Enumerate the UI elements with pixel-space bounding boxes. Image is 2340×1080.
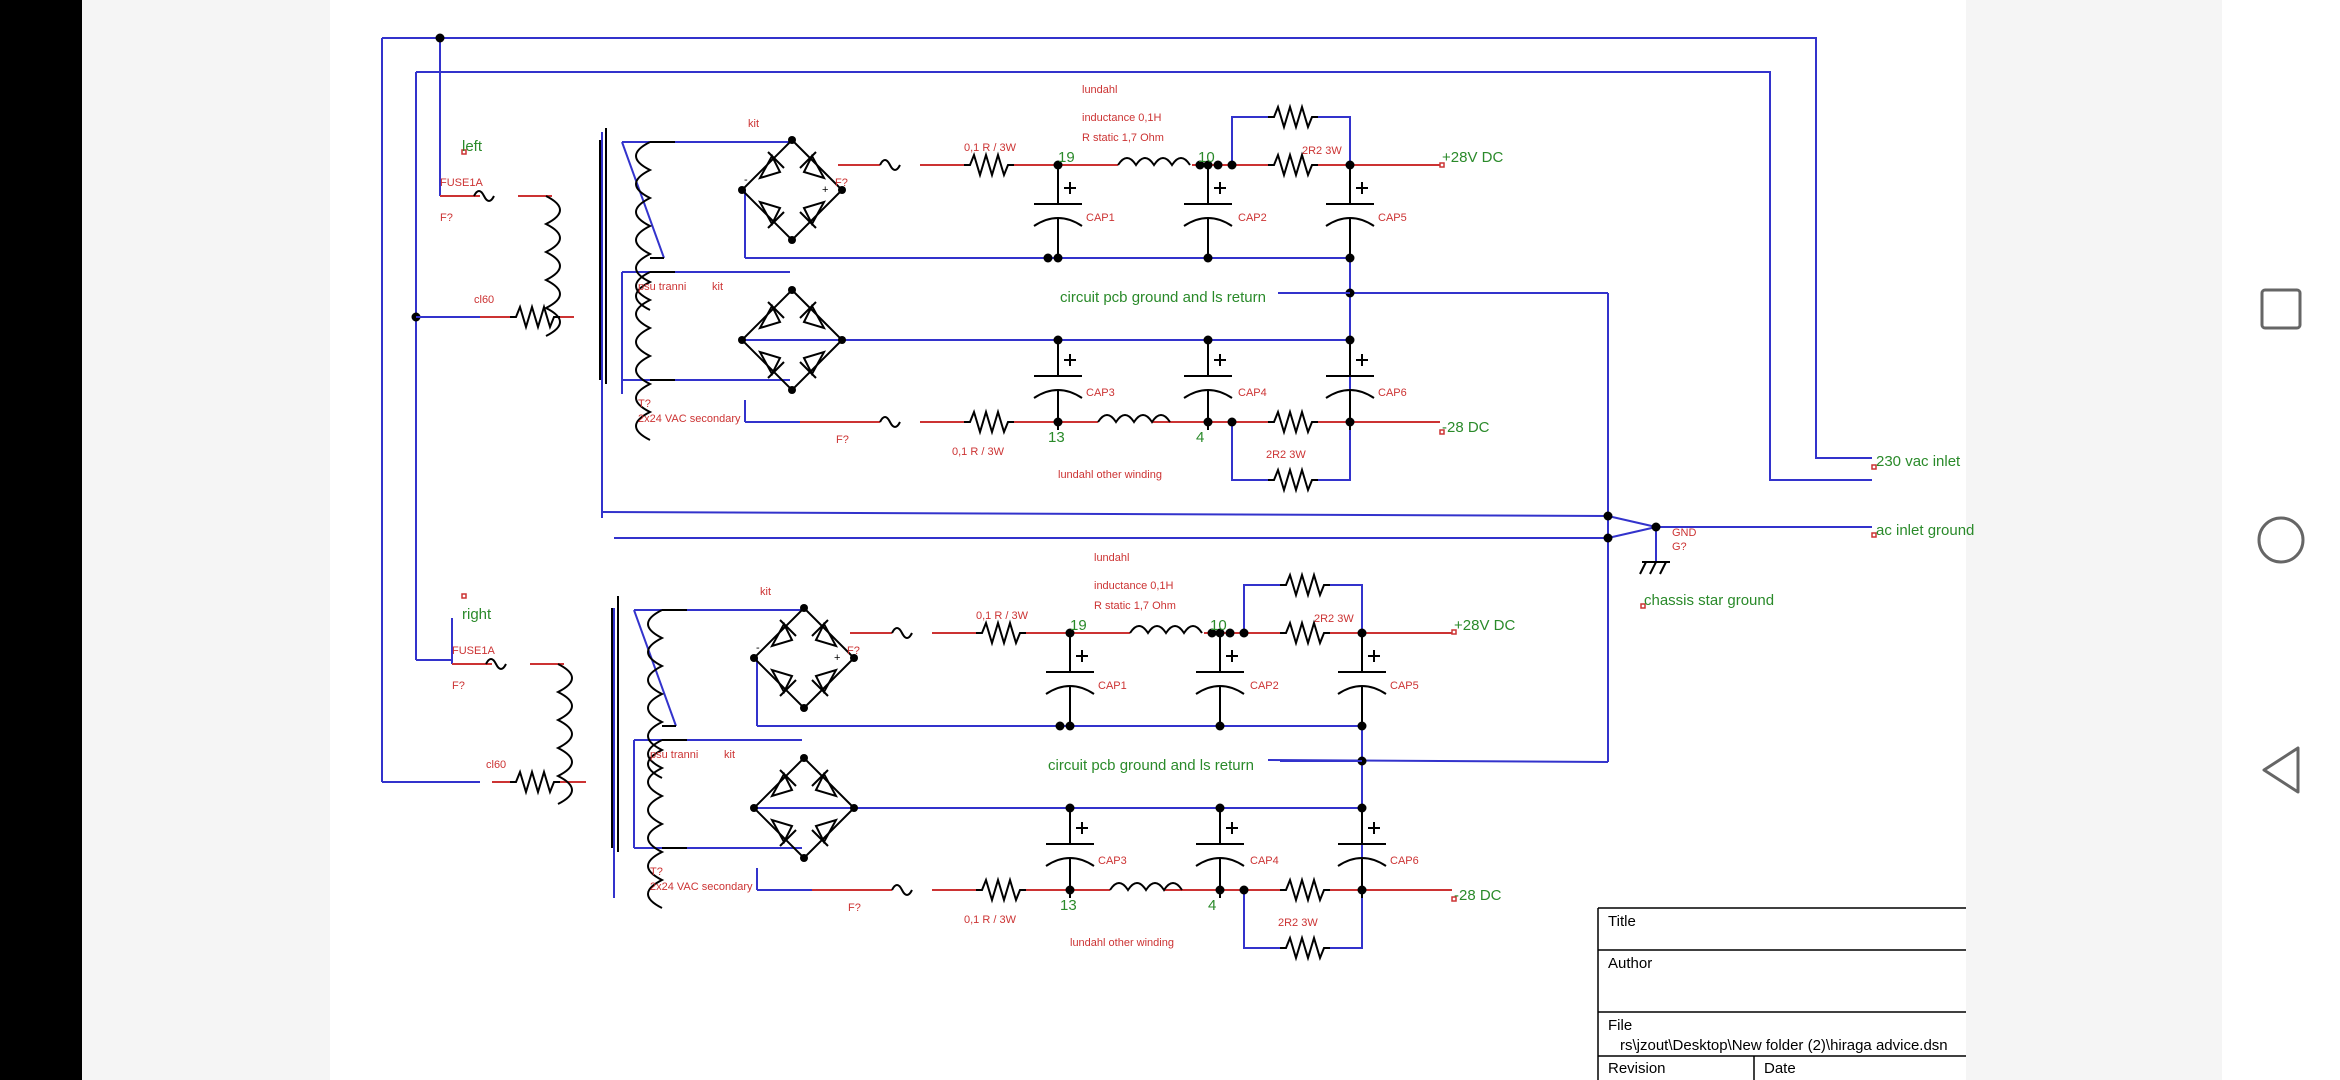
neg-rail-label: -28 DC (1442, 419, 1490, 436)
choke-inductance: inductance 0,1H (1082, 112, 1162, 124)
res-bottom-value: 0,1 R / 3W (952, 446, 1005, 458)
gnd-ref-label: G? (1672, 541, 1687, 553)
android-navigation-bar (2222, 0, 2340, 1080)
home-button[interactable] (2255, 514, 2307, 566)
bridge-top-label: kit (760, 586, 771, 598)
thermistor-label: cl60 (474, 294, 494, 306)
other-winding-label: lundahl other winding (1058, 469, 1162, 481)
transformer-name: psu tranni (650, 749, 698, 761)
cap5-label: CAP5 (1390, 680, 1419, 692)
cap6-label: CAP6 (1378, 387, 1407, 399)
star-ground-label: chassis star ground (1644, 592, 1774, 609)
pos-rail-label: +28V DC (1454, 617, 1515, 634)
node-10: 10 (1198, 149, 1215, 166)
res-bottom-value: 0,1 R / 3W (964, 914, 1017, 926)
choke-inductance: inductance 0,1H (1094, 580, 1174, 592)
bridge-bottom-label: kit (724, 749, 735, 761)
cap4-label: CAP4 (1238, 387, 1267, 399)
cap2-label: CAP2 (1250, 680, 1279, 692)
fuse-ref: F? (440, 212, 453, 224)
bridge-plus: + (822, 184, 828, 196)
transformer-name: psu tranni (638, 281, 686, 293)
circle-icon (2257, 516, 2305, 564)
res-top-value: 0,1 R / 3W (964, 142, 1017, 154)
date-label: Date (1764, 1060, 1796, 1077)
neg-rail-label: -28 DC (1454, 887, 1502, 904)
r2r2-bottom: 2R2 3W (1266, 449, 1306, 461)
square-icon (2260, 288, 2302, 330)
file-label: File (1608, 1017, 1632, 1034)
transformer-spec: 2x24 VAC secondary (638, 413, 741, 425)
bridge-minus: - (744, 174, 748, 186)
mains-wiring (381, 37, 1872, 783)
left-channel-label: left (462, 138, 483, 155)
ac-inlet-ground-label: ac inlet ground (1876, 522, 1974, 539)
bridge-plus: + (834, 652, 840, 664)
cap1-label: CAP1 (1098, 680, 1127, 692)
choke-brand: lundahl (1082, 84, 1117, 96)
node-13: 13 (1048, 429, 1065, 446)
schematic-paper (330, 0, 1966, 1080)
fuse-top-ref: F? (835, 177, 848, 189)
cap3-label: CAP3 (1098, 855, 1127, 867)
back-button[interactable] (2255, 744, 2307, 796)
revision-label: Revision (1608, 1060, 1666, 1077)
res-top-value: 0,1 R / 3W (976, 610, 1029, 622)
fuse-bottom-ref: F? (836, 434, 849, 446)
fuse-bottom-ref: F? (848, 902, 861, 914)
r2r2-bottom: 2R2 3W (1278, 917, 1318, 929)
right-channel: right FUSE1A F? cl60 kit kit psu tranni … (451, 552, 1515, 959)
pcb-ground-label: circuit pcb ground and ls return (1060, 289, 1266, 306)
bridge-top-label: kit (748, 118, 759, 130)
node-4: 4 (1208, 897, 1216, 914)
node-19: 19 (1058, 149, 1075, 166)
triangle-back-icon (2262, 746, 2300, 794)
cap5-label: CAP5 (1378, 212, 1407, 224)
fuse-ref: F? (452, 680, 465, 692)
pcb-ground-label: circuit pcb ground and ls return (1048, 757, 1254, 774)
node-13: 13 (1060, 897, 1077, 914)
title-label: Title (1608, 913, 1636, 930)
node-19: 19 (1070, 617, 1087, 634)
right-channel-label: right (462, 606, 492, 623)
r2r2-top: 2R2 3W (1302, 145, 1342, 157)
author-label: Author (1608, 955, 1652, 972)
bridge-bottom-label: kit (712, 281, 723, 293)
cap2-label: CAP2 (1238, 212, 1267, 224)
transformer-spec: 2x24 VAC secondary (650, 881, 753, 893)
choke-brand: lundahl (1094, 552, 1129, 564)
title-block: Title Author File rs\jzout\Desktop\New f… (1597, 907, 1966, 1080)
node-10: 10 (1210, 617, 1227, 634)
r2r2-top: 2R2 3W (1314, 613, 1354, 625)
file-path: rs\jzout\Desktop\New folder (2)\hiraga a… (1620, 1037, 1948, 1054)
bridge-minus: - (756, 642, 760, 654)
thermistor-label: cl60 (486, 759, 506, 771)
choke-resistance: R static 1,7 Ohm (1094, 600, 1176, 612)
fuse-label: FUSE1A (452, 645, 495, 657)
fuse-top-ref: F? (847, 645, 860, 657)
pos-rail-label: +28V DC (1442, 149, 1503, 166)
ground-symbol (1639, 561, 1670, 575)
cap4-label: CAP4 (1250, 855, 1279, 867)
node-4: 4 (1196, 429, 1204, 446)
transformer-ref: T? (650, 866, 663, 878)
cap3-label: CAP3 (1086, 387, 1115, 399)
choke-resistance: R static 1,7 Ohm (1082, 132, 1164, 144)
cap1-label: CAP1 (1086, 212, 1115, 224)
mains-inlet-label: 230 vac inlet (1876, 453, 1961, 470)
transformer-ref: T? (638, 398, 651, 410)
gnd-part-label: GND (1672, 527, 1697, 539)
recents-button[interactable] (2255, 283, 2307, 335)
fuse-label: FUSE1A (440, 177, 483, 189)
left-channel: left FUSE1A F? cl60 kit kit psu tranni T… (416, 84, 1503, 518)
other-winding-label: lundahl other winding (1070, 937, 1174, 949)
cap6-label: CAP6 (1390, 855, 1419, 867)
